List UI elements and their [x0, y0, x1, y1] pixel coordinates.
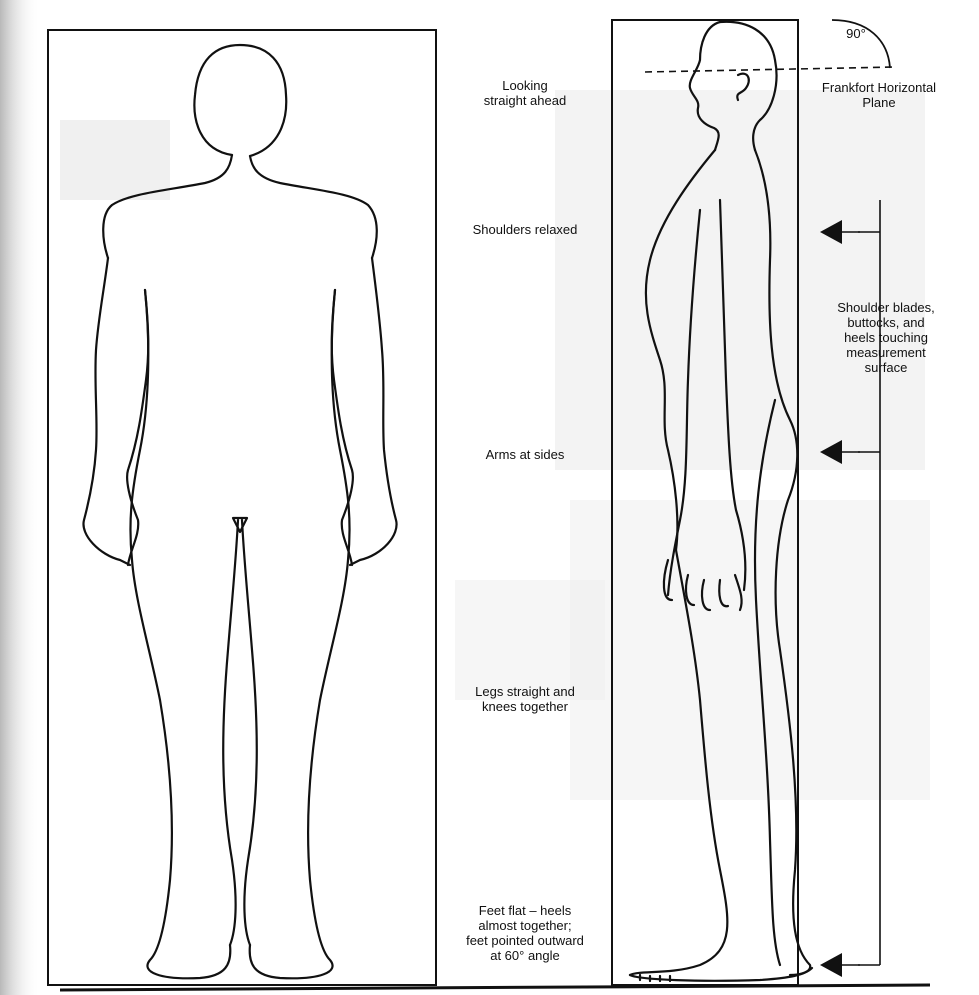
front-measurement-frame — [48, 30, 436, 985]
label-looking-straight-ahead: Looking straight ahead — [470, 78, 580, 108]
side-figure-outline — [630, 22, 812, 981]
label-legs-straight: Legs straight and knees together — [455, 684, 595, 714]
label-90-degrees: 90° — [838, 26, 874, 41]
front-figure-outline — [83, 45, 396, 978]
label-shoulders-relaxed: Shoulders relaxed — [452, 222, 598, 237]
label-arms-at-sides: Arms at sides — [460, 447, 590, 462]
frankfort-plane-line — [645, 67, 895, 72]
arrow-left-icon — [820, 440, 860, 464]
label-frankfort-plane: Frankfort Horizontal Plane — [806, 80, 952, 110]
arrow-left-icon — [820, 220, 860, 244]
arrow-left-icon — [820, 953, 860, 977]
label-shoulder-blades: Shoulder blades, buttocks, and heels tou… — [818, 300, 954, 375]
label-feet-flat: Feet flat – heels almost together; feet … — [455, 903, 595, 963]
